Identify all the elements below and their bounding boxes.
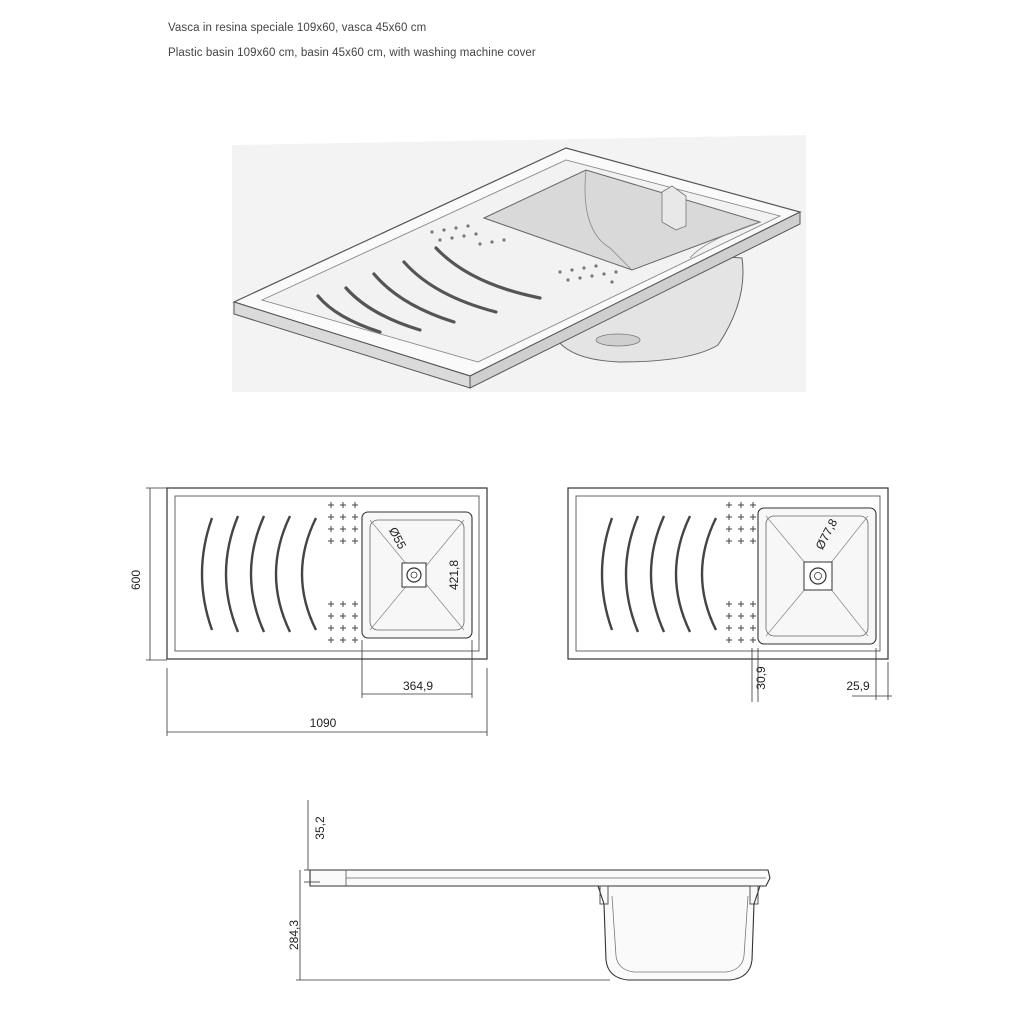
ribs-right xyxy=(600,515,718,633)
inner-rim xyxy=(575,495,881,652)
dim-overall-width: 1090 xyxy=(310,716,337,730)
dimension-lines-side xyxy=(296,800,610,981)
top-view-left: 600 364,9 421,8 Ø55 1090 xyxy=(129,487,488,736)
caption-english: Plastic basin 109x60 cm, basin 45x60 cm,… xyxy=(168,47,536,59)
dim-offset-25-9: 25,9 xyxy=(846,679,870,693)
drain-square xyxy=(803,561,833,591)
isometric-view xyxy=(232,135,806,392)
back-fin xyxy=(661,185,687,231)
drain-outlet xyxy=(595,333,641,347)
side-basin xyxy=(597,885,761,981)
holes-right xyxy=(726,502,756,643)
inner-rim xyxy=(174,495,480,652)
side-view: 35,2 284,3 xyxy=(287,800,771,981)
dim-basin-height: 421,8 xyxy=(447,560,461,590)
drain-square xyxy=(401,562,427,588)
dim-offset-30-9: 30,9 xyxy=(754,666,768,690)
dim-basin-depth: 284,3 xyxy=(287,920,301,950)
holes-left xyxy=(328,502,358,643)
dimension-lines-right xyxy=(751,648,892,702)
dim-rim-height: 35,2 xyxy=(313,816,327,840)
dim-basin-width: 364,9 xyxy=(403,679,433,693)
drain-circle xyxy=(406,567,422,583)
side-edge xyxy=(469,211,801,389)
dimension-lines-left xyxy=(146,487,488,736)
perforation-dots xyxy=(430,224,618,284)
top-view-right: 30,9 25,9 Ø77,8 xyxy=(567,487,892,702)
dim-height-600: 600 xyxy=(129,570,143,590)
caption-italian: Vasca in resina speciale 109x60, vasca 4… xyxy=(168,22,427,34)
ribs-left xyxy=(200,515,318,633)
washboard-ribs xyxy=(316,246,542,334)
drain-circle xyxy=(809,567,827,585)
